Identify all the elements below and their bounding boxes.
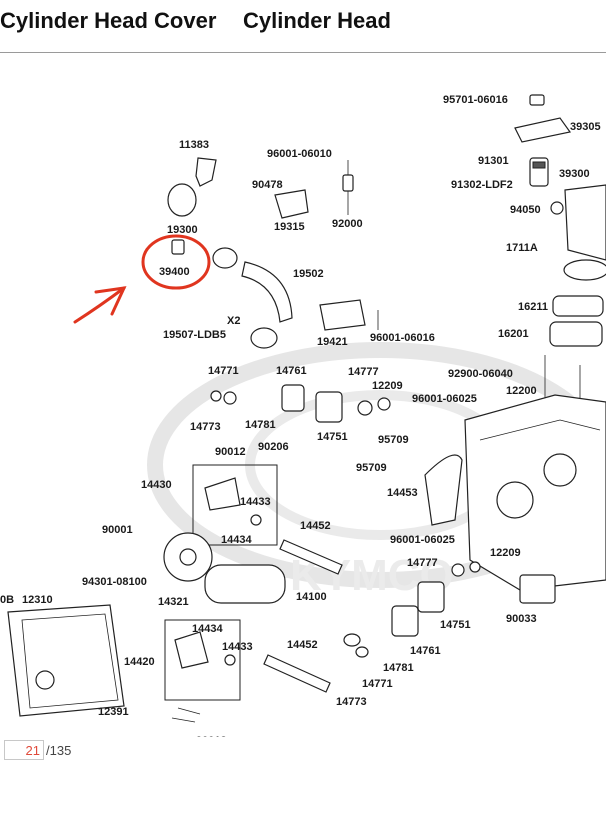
part-number-label: 14453 [387,487,418,499]
page-header: Cylinder Head Cover Cylinder Head [0,0,606,53]
part-number-label: 14761 [410,645,441,657]
part-number-label: 91301 [478,155,509,167]
part-number-label: 92900-06040 [448,368,513,380]
part-number-label: 14433 [222,641,253,653]
part-number-label: 14434 [192,623,223,635]
part-number-label: 14751 [440,619,471,631]
part-number-label: 0B [0,594,14,606]
part-number-label: 90206 [149,736,180,737]
part-number-label: 14773 [190,421,221,433]
part-number-label: 12209 [490,547,521,559]
part-number-label: 95709 [356,462,387,474]
part-number-label: 96001-06010 [267,148,332,160]
part-number-label: X2 [227,315,240,327]
part-number-label: 90001 [102,524,133,536]
part-number-label: 90012 [196,735,227,737]
part-number-label: 95709 [378,434,409,446]
part-number-label: 19502 [293,268,324,280]
part-number-label: 14434 [221,534,252,546]
part-number-label: 14773 [336,696,367,708]
part-number-label: 94050 [510,204,541,216]
title-cylinder-head-cover: Cylinder Head Cover [0,8,217,33]
part-number-label: 19421 [317,336,348,348]
part-number-label: 14321 [158,596,189,608]
part-number-label: 90478 [252,179,283,191]
part-shapes [7,94,606,723]
blank-area [0,770,606,821]
part-number-label: 92000 [332,218,363,230]
part-number-label: 12209 [372,380,403,392]
part-number-label: 12310 [22,594,53,606]
part-number-label: 90033 [506,613,537,625]
part-number-label: 19507-LDB5 [163,329,226,341]
part-number-label: 39305 [570,121,601,133]
part-number-label: 1711A [506,242,538,254]
part-number-label: 16211 [518,301,548,313]
part-number-label: 14430 [141,479,172,491]
part-number-label: 12391 [98,706,129,718]
part-number-label: 14761 [276,365,307,377]
part-number-label: 14751 [317,431,348,443]
parts-diagram: KYMCO [0,94,606,737]
part-number-label: 14771 [362,678,393,690]
title-cylinder-head: Cylinder Head [243,8,391,33]
part-number-label: 96001-06025 [412,393,477,405]
page-navigator: /135 [4,739,71,761]
part-number-label: 14777 [348,366,379,378]
part-number-label: 19315 [274,221,305,233]
part-number-label: 39300 [559,168,590,180]
page-number-input[interactable] [4,740,44,760]
part-number-label: 19300 [167,224,198,236]
part-number-label: 14452 [287,639,318,651]
part-labels: 95701-06016 39305 11383 96001-06010 9130… [0,94,601,737]
part-number-label: 14771 [208,365,239,377]
part-number-label: 16201 [498,328,529,340]
part-number-label: 39400 [159,266,190,278]
part-number-label: 14420 [124,656,155,668]
part-number-label: 90206 [258,441,289,453]
part-number-label: 14433 [240,496,271,508]
part-number-label: 11383 [179,139,209,151]
part-number-label: 12200 [506,385,537,397]
part-number-label: 95701-06016 [443,94,508,106]
part-number-label: 14452 [300,520,331,532]
part-number-label: 14781 [245,419,276,431]
part-number-label: 96001-06025 [390,534,455,546]
part-number-label: 94301-08100 [82,576,147,588]
page-total: /135 [46,742,72,758]
part-number-label: 96001-06016 [370,332,435,344]
part-number-label: 14777 [407,557,438,569]
part-number-label: 91302-LDF2 [451,179,513,191]
part-number-label: 14100 [296,591,327,603]
part-number-label: 90012 [215,446,246,458]
part-number-label: 14781 [383,662,414,674]
